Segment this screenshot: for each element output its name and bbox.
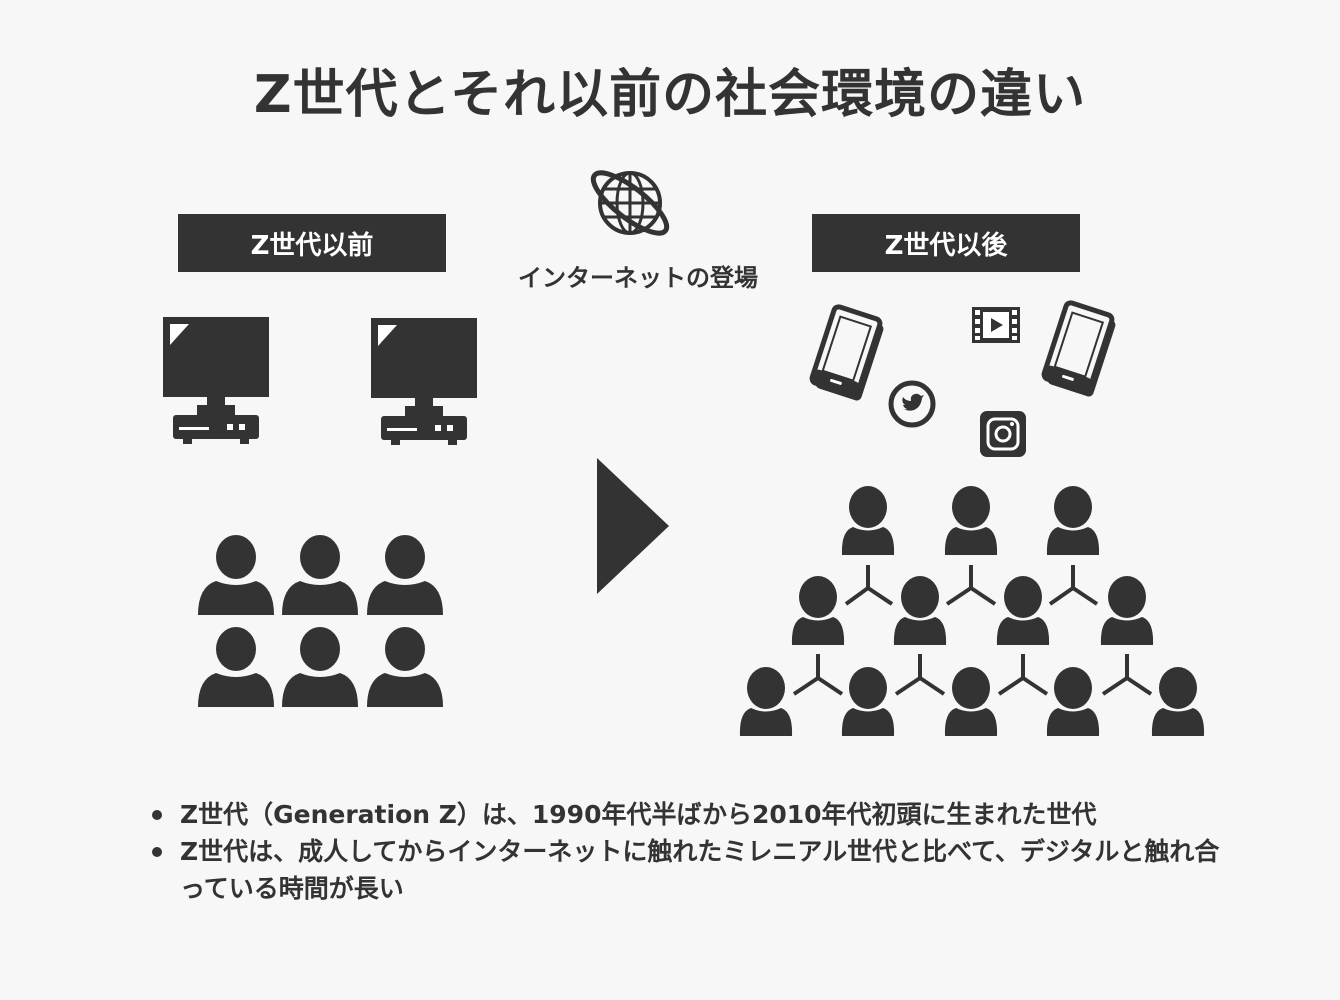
twitter-icon xyxy=(888,380,936,428)
page-title: Z世代とそれ以前の社会環境の違い xyxy=(253,65,1087,125)
connected-people-network-icon xyxy=(739,486,1205,736)
after-label: Z世代以後 xyxy=(812,214,1080,272)
notes-list: Z世代（Generation Z）は、1990年代半ばから2010年代初頭に生ま… xyxy=(150,796,1230,907)
before-label: Z世代以前 xyxy=(178,214,446,272)
people-grid-icon xyxy=(198,535,443,707)
smartphone-icon xyxy=(810,306,886,402)
video-icon xyxy=(972,307,1020,343)
internet-caption: インターネットの登場 xyxy=(518,264,758,292)
after-label-text: Z世代以後 xyxy=(884,230,1008,261)
desktop-computer-icon xyxy=(163,317,269,444)
smartphone-icon xyxy=(1042,302,1118,398)
before-label-text: Z世代以前 xyxy=(250,230,374,261)
globe-icon xyxy=(590,170,670,236)
instagram-icon xyxy=(980,411,1026,457)
note-item: Z世代（Generation Z）は、1990年代半ばから2010年代初頭に生ま… xyxy=(150,796,1230,833)
desktop-computer-icon xyxy=(371,318,477,445)
note-item: Z世代は、成人してからインターネットに触れたミレニアル世代と比べて、デジタルと触… xyxy=(150,833,1230,907)
arrow-right-icon xyxy=(597,458,669,594)
